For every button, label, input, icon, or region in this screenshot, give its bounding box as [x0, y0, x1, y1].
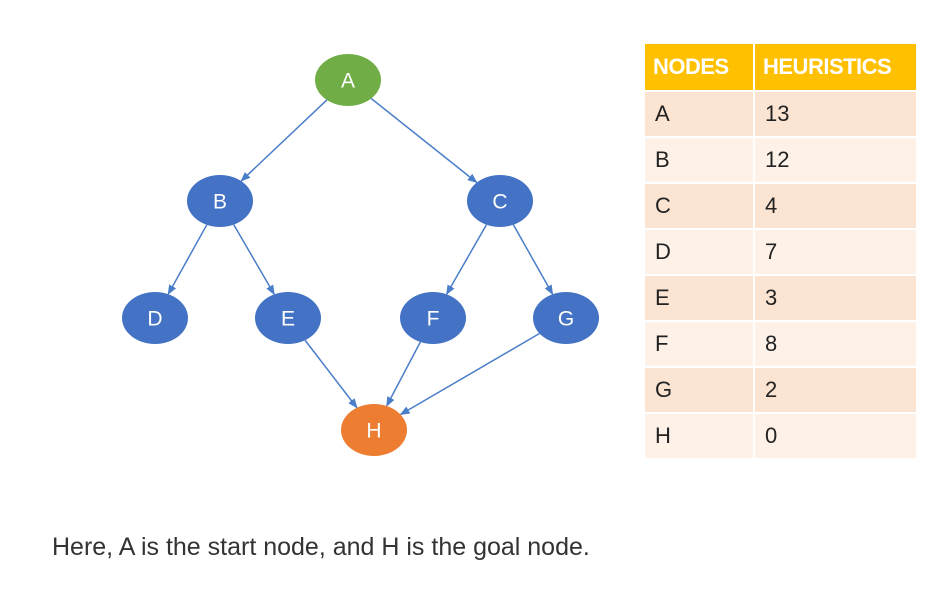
node-h-label: H: [366, 420, 381, 443]
heuristic-cell: 0: [754, 412, 918, 458]
node-cell: D: [645, 228, 755, 275]
table-row: E 3: [645, 274, 918, 321]
table-row: C 4: [645, 182, 918, 229]
table-row: A 13: [645, 90, 918, 137]
table-row: D 7: [645, 228, 918, 275]
edge-c-f: [445, 224, 488, 296]
node-b-label: B: [213, 191, 227, 214]
node-c-label: C: [492, 191, 507, 214]
heuristic-cell: 7: [754, 228, 918, 275]
table-row: F 8: [645, 320, 918, 367]
node-cell: A: [645, 90, 755, 137]
node-d-label: D: [147, 308, 162, 331]
edge-g-h: [399, 332, 540, 416]
node-cell: E: [645, 274, 755, 321]
edge-a-b: [240, 99, 328, 182]
node-f-label: F: [427, 308, 440, 331]
edge-c-g: [512, 224, 554, 296]
table-row: B 12: [645, 136, 918, 183]
heuristic-cell: 2: [754, 366, 918, 413]
nodes: A B C D E F G H: [122, 54, 599, 456]
node-cell: F: [645, 320, 755, 367]
table-row: G 2: [645, 366, 918, 413]
node-cell: B: [645, 136, 755, 183]
node-e-circle: [255, 292, 321, 344]
heuristic-cell: 8: [754, 320, 918, 367]
edge-e-h: [304, 339, 358, 409]
header-nodes: NODES: [645, 44, 755, 91]
caption-text: Here, A is the start node, and H is the …: [52, 533, 590, 561]
heuristic-cell: 3: [754, 274, 918, 321]
node-a: A: [315, 54, 381, 106]
node-h: H: [341, 404, 407, 456]
node-a-label: A: [341, 70, 355, 93]
heuristics-table: NODES HEURISTICS A 13 B 12 C 4 D 7 E 3 F…: [645, 44, 918, 458]
edge-b-d: [167, 224, 208, 296]
node-d: D: [122, 292, 188, 344]
node-h-circle: [341, 404, 407, 456]
node-c-circle: [467, 175, 533, 227]
node-g-label: G: [558, 308, 574, 331]
node-b-circle: [187, 175, 253, 227]
table-row: H 0: [645, 412, 918, 458]
node-f: F: [400, 292, 466, 344]
header-heuristics: HEURISTICS: [754, 44, 918, 91]
heuristic-cell: 13: [754, 90, 918, 137]
node-e: E: [255, 292, 321, 344]
node-f-circle: [400, 292, 466, 344]
node-g-circle: [533, 292, 599, 344]
node-e-label: E: [281, 308, 295, 331]
node-a-circle: [315, 54, 381, 106]
node-cell: C: [645, 182, 755, 229]
edge-b-e: [233, 224, 275, 296]
node-cell: H: [645, 412, 755, 458]
edge-f-h: [385, 341, 422, 407]
table-header-row: NODES HEURISTICS: [645, 44, 918, 91]
node-g: G: [533, 292, 599, 344]
heuristic-cell: 12: [754, 136, 918, 183]
node-c: C: [467, 175, 533, 227]
edge-a-c: [370, 97, 478, 184]
node-d-circle: [122, 292, 188, 344]
edges: [167, 97, 554, 416]
graph-diagram: A B C D E F G H: [122, 54, 599, 456]
node-cell: G: [645, 366, 755, 413]
node-b: B: [187, 175, 253, 227]
heuristic-cell: 4: [754, 182, 918, 229]
